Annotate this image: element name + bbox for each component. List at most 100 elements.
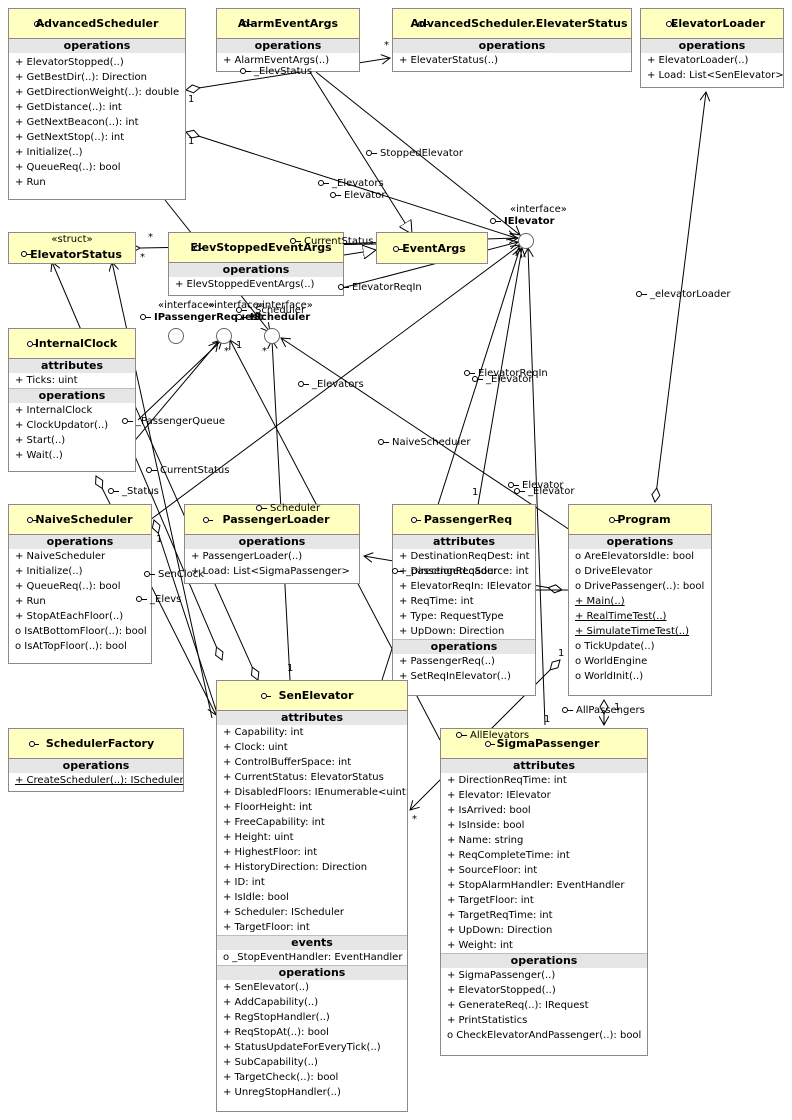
attribute: + SourceFloor: int — [447, 865, 538, 876]
class-event-args[interactable]: EventArgs — [376, 232, 488, 264]
attribute: + FloorHeight: int — [223, 802, 313, 813]
association-label: SenClock — [144, 569, 204, 581]
operation: + CreateScheduler(..): IScheduler — [15, 775, 184, 786]
multiplicity: 1 — [544, 714, 551, 725]
class-elevator-loader[interactable]: ElevatorLoader operations + ElevatorLoad… — [640, 8, 784, 88]
operation: + ElevatorStopped(..) — [447, 985, 556, 996]
class-icon — [34, 20, 44, 27]
association-label: NaiveScheduler — [378, 437, 471, 449]
association-label: Scheduler — [256, 503, 320, 515]
association-label: ElevatorReqIn — [464, 368, 548, 380]
operations-header: operations — [9, 759, 183, 773]
class-icon — [27, 516, 37, 523]
operation: + ElevStoppedEventArgs(..) — [175, 279, 315, 290]
operation: + SimulateTimeTest(..) — [575, 626, 690, 637]
class-name: Program — [617, 513, 671, 526]
class-name: AdvancedScheduler.ElevaterStatus — [410, 17, 628, 30]
class-icon — [203, 516, 213, 523]
class-name: SigmaPassenger — [496, 737, 600, 750]
attribute: + Ticks: uint — [15, 375, 78, 386]
class-elevator-status[interactable]: «struct» ElevatorStatus — [8, 232, 136, 264]
interface-ischeduler-icon[interactable] — [264, 328, 280, 344]
association-label: Elevator — [330, 190, 385, 202]
attribute: + TargetFloor: int — [223, 922, 310, 933]
class-passenger-loader[interactable]: PassengerLoader operations + PassengerLo… — [184, 504, 360, 584]
attributes-header: attributes — [217, 711, 407, 725]
attribute: + Clock: uint — [223, 742, 288, 753]
attribute: + Weight: int — [447, 940, 513, 951]
class-sigma-passenger[interactable]: SigmaPassenger attributes + DirectionReq… — [440, 728, 648, 1056]
attribute: + HistoryDirection: Direction — [223, 862, 368, 873]
class-elev-stopped-event-args[interactable]: ElevStoppedEventArgs operations + ElevSt… — [168, 232, 344, 296]
interface-iclock-icon[interactable] — [216, 328, 232, 344]
class-sen-elevator[interactable]: SenElevator attributes + Capability: int… — [216, 680, 408, 1112]
attribute: + Scheduler: IScheduler — [223, 907, 345, 918]
association-label: CurrentStatus — [146, 465, 229, 477]
class-naive-scheduler[interactable]: NaiveScheduler operations + NaiveSchedul… — [8, 504, 152, 664]
class-program[interactable]: Program operations o AreElevatorsIdle: b… — [568, 504, 712, 696]
interface-ipassenger-request-icon[interactable] — [168, 328, 184, 344]
association-label: Elevator — [508, 480, 563, 492]
multiplicity: 1 — [156, 534, 163, 545]
interface-stereotype: «interface» — [208, 300, 265, 311]
operation: + Initialize(..) — [15, 147, 83, 158]
multiplicity: 1 — [188, 136, 195, 147]
class-alarm-event-args[interactable]: AlarmEventArgs operations + AlarmEventAr… — [216, 8, 360, 72]
association-label: _PassengerQueue — [122, 416, 225, 428]
operation: + Run — [15, 596, 46, 607]
operation: + GetDirectionWeight(..): double — [15, 87, 180, 98]
attribute: + FreeCapability: int — [223, 817, 325, 828]
association-label: _Elevators — [318, 178, 384, 190]
class-icon — [393, 246, 403, 252]
operation: + ElevatorStopped(..) — [15, 57, 124, 68]
association-label: ElevatorReqIn — [338, 282, 422, 294]
association-label: _ElevStatus — [240, 66, 312, 78]
multiplicity: 1 — [188, 94, 195, 105]
class-scheduler-factory[interactable]: SchedulerFactory operations + CreateSche… — [8, 728, 184, 792]
interface-ielevator-icon[interactable] — [518, 233, 534, 249]
attribute: + DisabledFloors: IEnumerable<uint> — [223, 787, 408, 798]
operation: + Start(..) — [15, 435, 66, 446]
operation: o IsAtBottomFloor(..): bool — [15, 626, 147, 637]
operations-header: operations — [9, 535, 151, 549]
multiplicity: 1 — [472, 487, 479, 498]
class-passenger-req[interactable]: PassengerReq attributes + DestinationReq… — [392, 504, 536, 696]
events-header: events — [217, 935, 407, 950]
class-name: PassengerReq — [423, 513, 513, 526]
operations-header: operations — [569, 535, 711, 549]
multiplicity: 1 — [558, 648, 565, 659]
interface-stereotype: «interface» — [158, 300, 215, 311]
class-name: InternalClock — [34, 337, 118, 350]
operation: + InternalClock — [15, 405, 93, 416]
class-internal-clock[interactable]: InternalClock attributes + Ticks: uint o… — [8, 328, 136, 472]
operation: o TickUpdate(..) — [575, 641, 655, 652]
operation: + SigmaPassenger(..) — [447, 970, 556, 981]
operation: + Load: List<SigmaPassenger> — [191, 566, 350, 577]
attribute: + StopAlarmHandler: EventHandler — [447, 880, 625, 891]
operation: + GenerateReq(..): IRequest — [447, 1000, 589, 1011]
multiplicity: * — [140, 252, 145, 263]
attributes-header: attributes — [393, 535, 535, 549]
class-elevater-status[interactable]: AdvancedScheduler.ElevaterStatus operati… — [392, 8, 632, 72]
class-icon — [666, 20, 676, 27]
operation: o IsAtTopFloor(..): bool — [15, 641, 127, 652]
attribute: + TargetFloor: int — [447, 895, 534, 906]
operation: o WorldInit(..) — [575, 671, 644, 682]
association-label: AllElevators — [456, 730, 529, 742]
class-header: SenElevator — [217, 681, 407, 711]
operation: + SetReqInElevator(..) — [399, 671, 511, 682]
operation: o DrivePassenger(..): bool — [575, 581, 705, 592]
class-icon — [411, 516, 421, 523]
multiplicity: * — [262, 346, 267, 357]
operation: + GetDistance(..): int — [15, 102, 122, 113]
operations-header: operations — [9, 39, 185, 53]
attribute: + ReqTime: int — [399, 596, 474, 607]
interface-stereotype: «interface» — [256, 300, 313, 311]
operations-header: operations — [641, 39, 783, 53]
class-header: EventArgs — [377, 233, 487, 263]
class-icon — [609, 516, 619, 523]
class-advanced-scheduler[interactable]: AdvancedScheduler operations + ElevatorS… — [8, 8, 186, 200]
operation: + NaiveScheduler — [15, 551, 106, 562]
association-label: _Elevators — [298, 379, 364, 391]
attribute: + IsInside: bool — [447, 820, 525, 831]
